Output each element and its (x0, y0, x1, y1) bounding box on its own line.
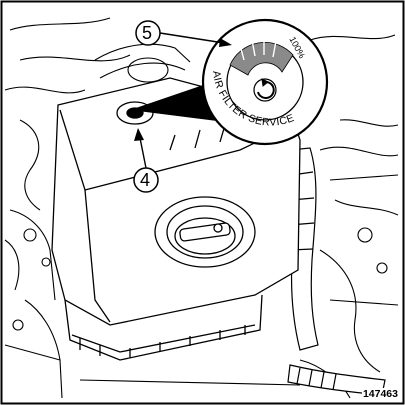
gauge-fill (229, 42, 294, 76)
reference-number: 147463 (361, 388, 399, 400)
engine-bay-background (4, 17, 399, 399)
callout-5-label: 5 (142, 23, 152, 43)
callout-4: 4 (133, 128, 159, 193)
filler-cap (154, 196, 256, 268)
callout-4-label: 4 (140, 170, 150, 190)
callout-5: 5 (135, 20, 232, 47)
indicator-detail (201, 18, 329, 146)
